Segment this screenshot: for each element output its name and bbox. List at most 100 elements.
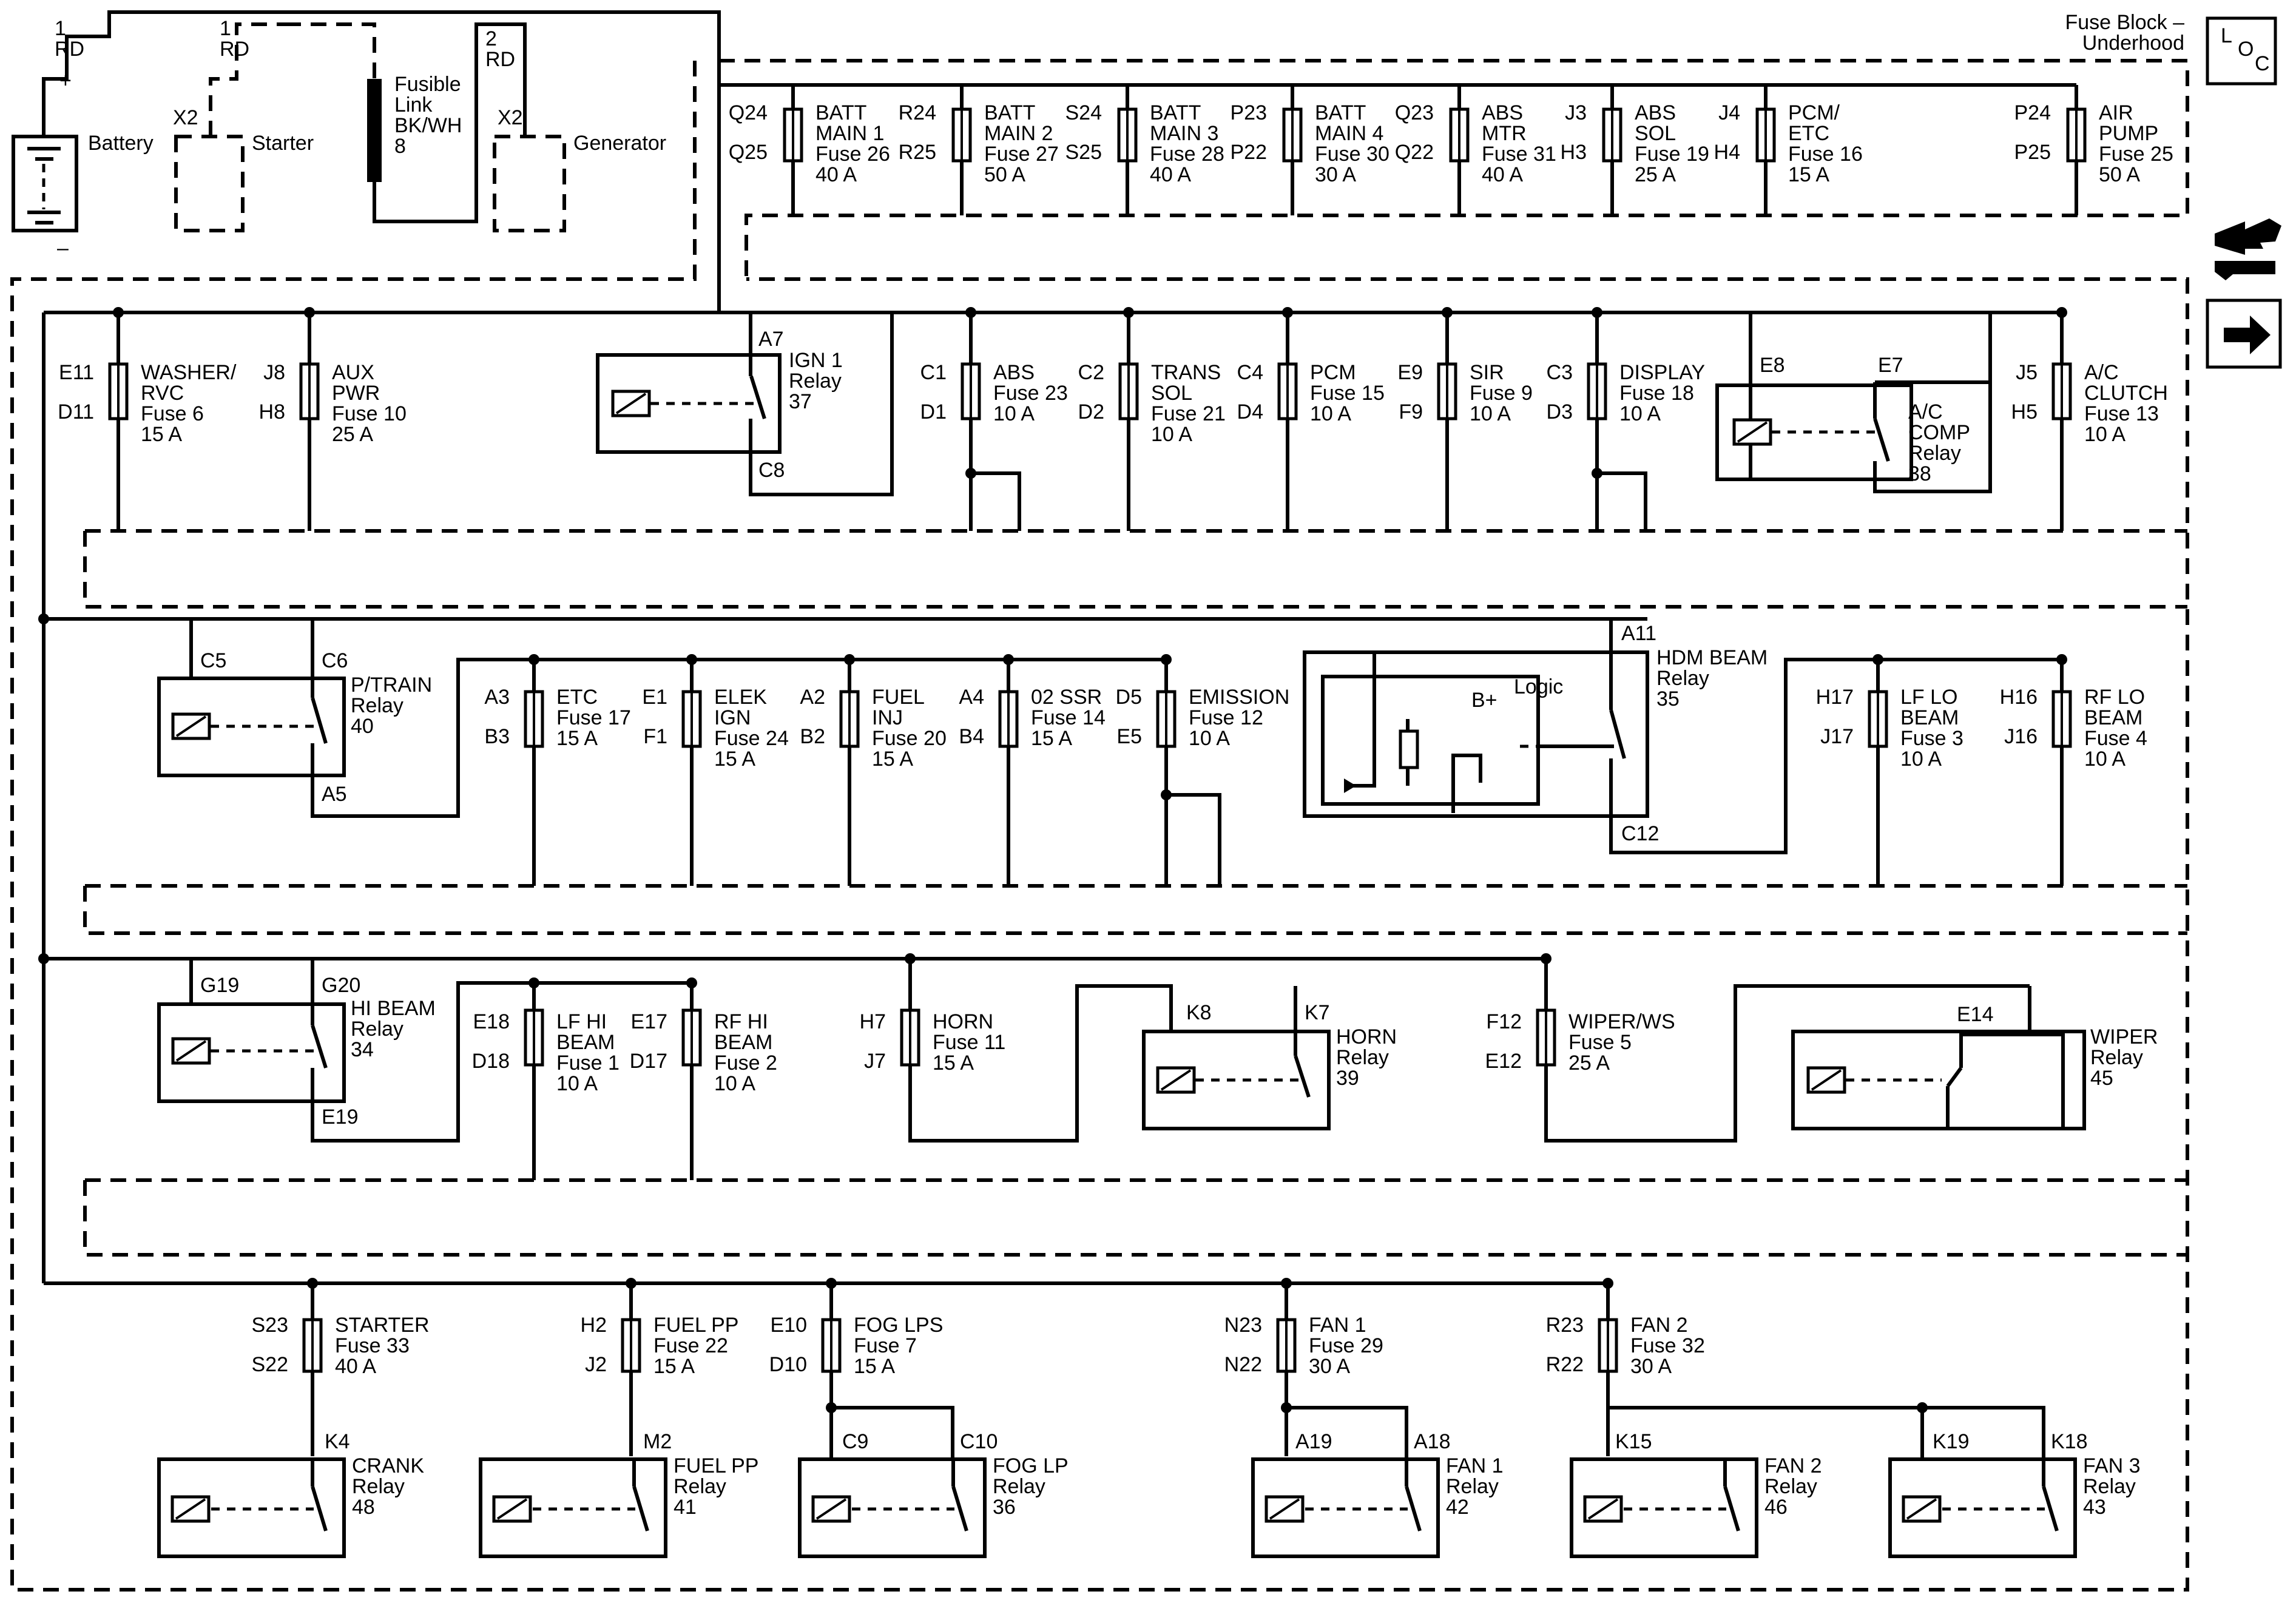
fuse-label: 10 A [1619, 402, 1661, 425]
wire [1608, 1406, 1924, 1459]
relay-row4-label: FOG LP [993, 1454, 1069, 1477]
ac-comp-relay-label: Relay [1908, 442, 1961, 465]
section-divider [83, 886, 2187, 935]
fuse-pin-bot: P22 [1231, 141, 1268, 164]
relay-switch [632, 1486, 649, 1531]
fuse-label: WASHER/ [141, 361, 237, 384]
fuse-label: Fuse 5 [1568, 1031, 1632, 1054]
relay-row4-label: FAN 2 [1764, 1454, 1822, 1477]
relay-row4-label: Relay [674, 1475, 726, 1498]
wiper-relay-label: Relay [2090, 1046, 2143, 1069]
junction-dot [826, 1278, 837, 1289]
fuse-label: Fuse 24 [714, 727, 789, 750]
fuse-label: 15 A [933, 1052, 974, 1075]
relay-switch [1405, 1486, 1422, 1531]
relay-switch [951, 1486, 968, 1531]
fuse-pin-bot: E12 [1485, 1050, 1522, 1073]
fuse-pin-top: R24 [899, 101, 936, 124]
wire [1544, 959, 2030, 1143]
ign1-relay-label: IGN 1 [789, 349, 843, 372]
relay-row4-label: CRANK [352, 1454, 424, 1477]
tool-icon[interactable] [2215, 218, 2281, 280]
fuse-label: Fuse 21 [1151, 402, 1226, 425]
junction-dot [2056, 654, 2067, 665]
relay-switch [1873, 418, 1890, 462]
junction-dot [1281, 1402, 1292, 1413]
fuse-block-boundary-top [719, 59, 2189, 279]
fuse-pin-bot: S25 [1065, 141, 1102, 164]
fuse-pin-bot: H3 [1561, 141, 1587, 164]
fuse-label: AIR [2099, 101, 2133, 124]
hdm-bplus: B+ [1471, 689, 1497, 712]
fuse-label: Fuse 22 [653, 1334, 728, 1357]
fuse-label: 10 A [1900, 748, 1942, 771]
fuse-label: ABS [1635, 101, 1676, 124]
fuse-pin-bot: R25 [899, 141, 936, 164]
generator-x2: X2 [498, 106, 523, 129]
starter-x2: X2 [173, 106, 198, 129]
junction-dot [965, 307, 976, 318]
crank-pin-k4: K4 [325, 1430, 350, 1453]
hdm-logic-box [1321, 675, 1540, 806]
fuse-label: 25 A [1635, 163, 1676, 186]
hi-beam-relay [157, 1002, 346, 1103]
junction-dot [1872, 654, 1883, 665]
fuse-block-boundary [10, 61, 2189, 1592]
fuse-label: CLUTCH [2084, 382, 2168, 405]
fuse-label: 15 A [872, 748, 913, 771]
fuse-pin-top: J3 [1565, 101, 1587, 124]
fuse-label: MAIN 2 [984, 122, 1053, 145]
wire [1451, 754, 1482, 813]
wire [831, 1406, 954, 1459]
fuse-label: Fuse 16 [1788, 143, 1863, 166]
loc-icon[interactable]: L O C [2206, 16, 2277, 86]
fuse-pin-top: J4 [1718, 101, 1740, 124]
ac-comp-relay-label: COMP [1908, 421, 1970, 444]
relay-row4-label: FAN 3 [2083, 1454, 2140, 1477]
hdm-resistor [1399, 729, 1419, 769]
fuse-pin-top: N23 [1224, 1314, 1262, 1337]
horn-relay [1142, 1030, 1331, 1130]
fuse-label: 10 A [2084, 423, 2125, 446]
relay-switch [311, 1486, 328, 1531]
fuse-pin-top: J8 [263, 361, 285, 384]
arrow-right-icon[interactable] [2206, 299, 2282, 369]
relay-row4-2 [798, 1457, 987, 1558]
fuse-pin-top: C1 [920, 361, 947, 384]
fuse-label: SOL [1151, 382, 1192, 405]
horn-pin-k8: K8 [1186, 1001, 1212, 1024]
fuse-label: ABS [993, 361, 1035, 384]
fuse-label: Fuse 29 [1309, 1334, 1383, 1357]
fuse-pin-bot: Q25 [729, 141, 768, 164]
fuse-label: BEAM [556, 1031, 615, 1054]
fuse-pin-top: A4 [959, 686, 984, 709]
fuse-label: 10 A [993, 402, 1035, 425]
fuse-label: 10 A [1151, 423, 1192, 446]
ac-comp-relay-label: 38 [1908, 462, 1931, 485]
junction-dot [844, 654, 855, 665]
relay-switch [2042, 1486, 2059, 1531]
fuse-pin-top: E17 [631, 1010, 668, 1033]
fuse-pin-bot: E5 [1116, 725, 1142, 748]
fuse-label: PCM [1310, 361, 1356, 384]
junction-dot [905, 953, 916, 964]
fan1-pin-a19: A19 [1295, 1430, 1332, 1453]
hibeam-relay-label: 34 [351, 1038, 374, 1061]
wire [1286, 1406, 1408, 1459]
junction-dot [1592, 468, 1602, 479]
dashed-wire [209, 22, 285, 137]
fuse-label: BATT [1315, 101, 1366, 124]
fuse-label: 10 A [1470, 402, 1511, 425]
wire [42, 10, 721, 312]
fuse-label: WIPER/WS [1568, 1010, 1675, 1033]
fuse-pin-bot: J16 [2004, 725, 2038, 748]
relay-row4-label: FUEL PP [674, 1454, 758, 1477]
ptrain-relay [157, 677, 346, 777]
junction-dot [1917, 1402, 1928, 1413]
relay-row4-0 [157, 1457, 346, 1558]
fuse-label: 50 A [984, 163, 1025, 186]
fuse-pin-top: P24 [2014, 101, 2051, 124]
fuse-label: 40 A [335, 1355, 376, 1378]
fuse-label: 15 A [1031, 727, 1072, 750]
fuse-pin-top: Q23 [1395, 101, 1434, 124]
